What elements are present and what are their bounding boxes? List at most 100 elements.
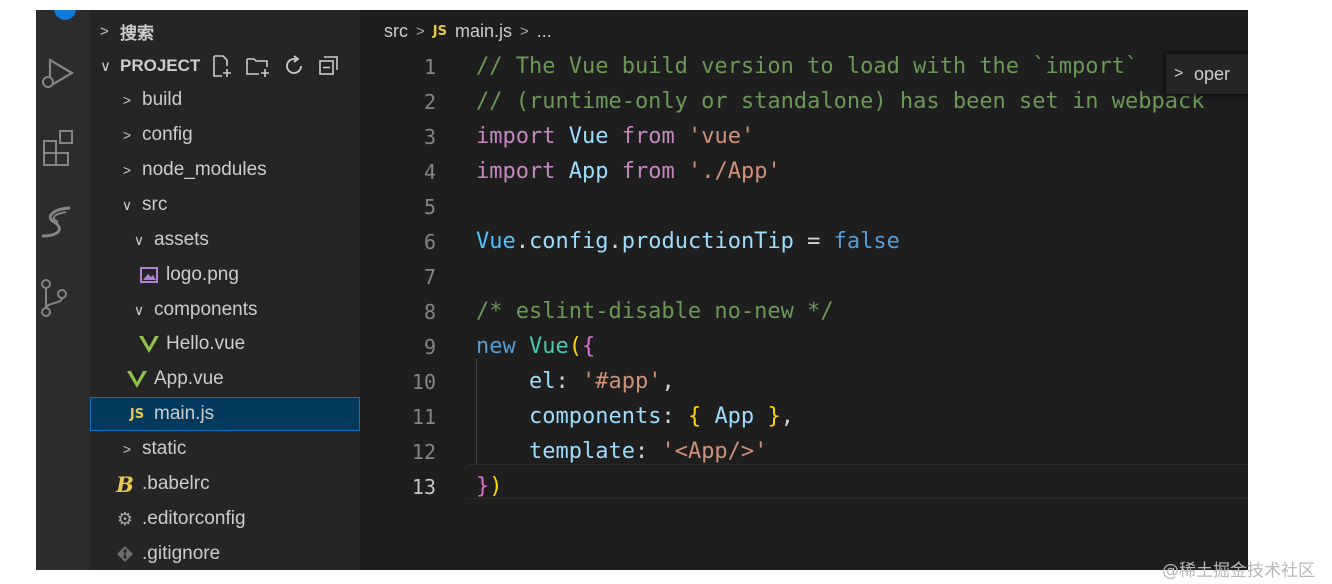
code-line[interactable]: 10 el: '#app',: [360, 364, 1248, 399]
tree-item-label: assets: [154, 229, 209, 250]
line-number: 3: [423, 124, 436, 149]
code-line[interactable]: 5: [360, 189, 1248, 224]
tree-item-label: src: [142, 194, 168, 215]
code-token: ): [489, 474, 503, 499]
code-token: :: [555, 369, 582, 394]
code-line[interactable]: 1// The Vue build version to load with t…: [360, 49, 1248, 84]
project-section-header[interactable]: ∨ PROJECT: [90, 49, 200, 83]
code-text: Vue.config.productionTip = false: [476, 229, 900, 254]
chevron-right-icon[interactable]: >: [1174, 65, 1184, 82]
line-number: 13: [411, 474, 436, 499]
new-folder-icon[interactable]: [245, 54, 271, 78]
code-token: 'vue': [687, 124, 755, 149]
source-control-icon[interactable]: [36, 274, 90, 324]
code-token: Vue: [476, 229, 516, 254]
code-text: template: '<App/>': [476, 439, 767, 464]
code-text: }): [476, 474, 503, 499]
code-token: App: [568, 159, 609, 184]
code-line[interactable]: 11 components: { App },: [360, 399, 1248, 434]
code-line[interactable]: 8/* eslint-disable no-new */: [360, 294, 1248, 329]
chevron-right-icon: >: [519, 22, 529, 40]
tree-item-src[interactable]: ∨ src: [90, 188, 360, 222]
tree-item-assets[interactable]: ∨ assets: [90, 223, 360, 257]
js-icon: JS: [432, 23, 447, 39]
search-section-header[interactable]: > 搜索: [90, 14, 154, 48]
find-widget[interactable]: > oper: [1166, 54, 1248, 94]
tree-item-label: components: [154, 299, 258, 320]
code-token: template: [528, 439, 635, 464]
code-text: import App from './App': [476, 159, 781, 184]
tree-item-label: config: [142, 124, 193, 145]
find-widget-text[interactable]: oper: [1194, 63, 1231, 84]
code-editor[interactable]: src > JS main.js > ... 1// The Vue build…: [360, 10, 1248, 570]
code-token: ,: [661, 369, 675, 394]
tree-item-label: main.js: [154, 403, 215, 424]
code-text: // (runtime-only or standalone) has been…: [476, 89, 1204, 114]
chevron-right-icon: >: [122, 441, 132, 457]
code-line[interactable]: 2// (runtime-only or standalone) has bee…: [360, 84, 1248, 119]
code-token: // (runtime-only or standalone) has been…: [476, 89, 1205, 114]
tree-item-label: node_modules: [142, 159, 267, 180]
tree-item-label: App.vue: [154, 368, 224, 389]
code-token: ,: [780, 404, 794, 429]
tree-item-babelrc[interactable]: B .babelrc: [90, 467, 360, 501]
code-token: .: [608, 229, 622, 254]
image-icon: [138, 265, 160, 285]
stylus-icon[interactable]: [36, 198, 90, 248]
code-token: components: [528, 404, 662, 429]
code-token: from: [621, 159, 675, 184]
code-token: /* eslint-disable no-new */: [476, 299, 834, 324]
breadcrumb-more[interactable]: ...: [536, 20, 552, 41]
chevron-down-icon: ∨: [121, 196, 133, 213]
tree-item-logo-png[interactable]: logo.png: [90, 258, 360, 292]
run-debug-icon[interactable]: [36, 48, 90, 98]
code-token: (: [568, 334, 582, 359]
refresh-icon[interactable]: [282, 54, 306, 78]
new-file-icon[interactable]: [210, 54, 234, 78]
code-token: {: [582, 334, 596, 359]
code-token: import: [476, 159, 556, 184]
code-text: /* eslint-disable no-new */: [476, 299, 834, 324]
tree-item-components[interactable]: ∨ components: [90, 293, 360, 327]
code-token: import: [476, 124, 556, 149]
code-token: '<App/>': [661, 439, 768, 464]
gear-icon: ⚙: [116, 508, 134, 530]
breadcrumb-folder[interactable]: src: [384, 20, 408, 41]
tree-item-label: .gitignore: [142, 543, 221, 564]
chevron-down-icon: ∨: [100, 58, 111, 75]
code-line[interactable]: 12 template: '<App/>': [360, 434, 1248, 469]
code-line[interactable]: 7: [360, 259, 1248, 294]
tree-item-hello-vue[interactable]: Hello.vue: [90, 327, 360, 361]
code-line[interactable]: 13}): [360, 469, 1248, 504]
code-token: [555, 159, 568, 184]
tree-item-static[interactable]: > static: [90, 432, 360, 466]
tree-item-main-js[interactable]: JS main.js: [90, 397, 360, 431]
tree-item-app-vue[interactable]: App.vue: [90, 362, 360, 396]
code-token: [701, 404, 714, 429]
tree-item-editorconfig[interactable]: ⚙ .editorconfig: [90, 502, 360, 536]
tree-item-gitignore[interactable]: .gitignore: [90, 537, 360, 570]
code-token: [476, 404, 529, 429]
line-number: 5: [423, 194, 436, 219]
notification-badge[interactable]: [54, 10, 76, 20]
js-badge-text: JS: [129, 406, 145, 422]
chevron-right-icon: >: [416, 22, 425, 40]
code-token: new: [476, 334, 516, 359]
breadcrumb-file[interactable]: main.js: [454, 20, 512, 41]
tree-item-config[interactable]: > config: [90, 118, 360, 152]
code-token: productionTip: [621, 229, 794, 254]
collapse-all-icon[interactable]: [317, 54, 341, 78]
extensions-icon[interactable]: [36, 125, 90, 175]
line-number: 1: [423, 54, 436, 79]
explorer-sidebar: > 搜索 ∨ PROJECT > build > config > node_m…: [90, 10, 360, 570]
vscode-window: > 搜索 ∨ PROJECT > build > config > node_m…: [36, 10, 1248, 570]
code-token: [675, 159, 688, 184]
chevron-down-icon: ∨: [133, 301, 145, 318]
tree-item-node-modules[interactable]: > node_modules: [90, 153, 360, 187]
code-token: :: [661, 404, 688, 429]
tree-item-build[interactable]: > build: [90, 83, 360, 117]
